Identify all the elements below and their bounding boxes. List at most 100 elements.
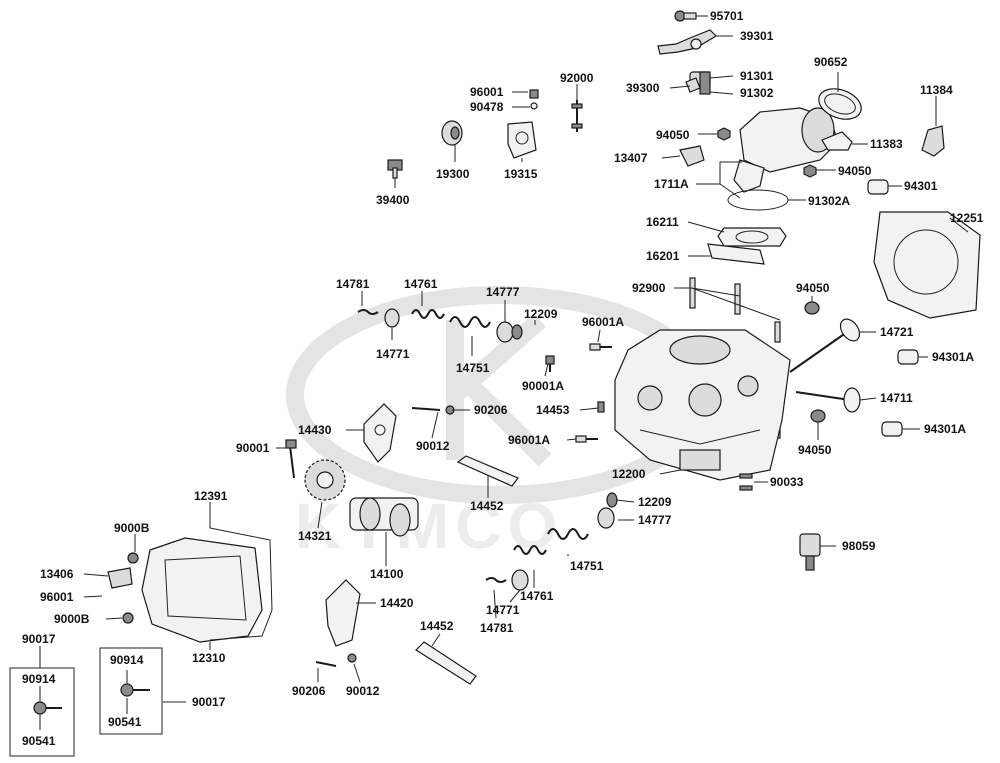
label-11383: 11383 bbox=[870, 137, 903, 151]
part-14321-sprocket bbox=[304, 459, 346, 501]
label-90001: 90001 bbox=[236, 441, 270, 455]
label-14761-bottom: 14761 bbox=[520, 589, 554, 603]
label-96001A-top: 96001A bbox=[582, 315, 624, 329]
part-14721-valve bbox=[789, 318, 861, 373]
label-14453: 14453 bbox=[536, 403, 570, 417]
label-94050-top: 94050 bbox=[656, 128, 690, 142]
part-14420-rocker bbox=[325, 579, 361, 647]
label-14100: 14100 bbox=[370, 567, 404, 581]
part-14781a bbox=[357, 309, 379, 315]
part-39301 bbox=[657, 29, 717, 55]
part-14777b bbox=[597, 507, 615, 529]
label-94301A-bottom: 94301A bbox=[924, 422, 966, 436]
label-90652: 90652 bbox=[814, 55, 848, 69]
label-90914-right: 90914 bbox=[110, 653, 144, 667]
label-16211: 16211 bbox=[646, 215, 679, 229]
label-90541-right: 90541 bbox=[108, 715, 142, 729]
part-9000b-bolts bbox=[122, 552, 139, 624]
label-14781-bottom: 14781 bbox=[480, 621, 514, 635]
watermark-text: KYMCO bbox=[295, 490, 563, 562]
label-11384: 11384 bbox=[920, 83, 953, 97]
part-14711-valve bbox=[795, 387, 861, 413]
kit-box-left bbox=[9, 667, 75, 757]
part-90652 bbox=[818, 88, 862, 120]
label-90017-left: 90017 bbox=[22, 632, 56, 646]
label-9000B-top: 9000B bbox=[114, 521, 150, 535]
label-14777-bottom: 14777 bbox=[638, 513, 672, 527]
part-14751b bbox=[547, 528, 589, 540]
part-12310-valve-cover bbox=[141, 537, 263, 643]
label-14751-top: 14751 bbox=[456, 361, 490, 375]
part-13406-bracket bbox=[107, 567, 133, 589]
label-14430: 14430 bbox=[298, 423, 332, 437]
part-95701 bbox=[674, 10, 697, 22]
part-90033-pins bbox=[739, 473, 753, 491]
kit-box-right bbox=[99, 647, 163, 735]
label-14771-bottom: 14771 bbox=[486, 603, 520, 617]
part-16201 bbox=[707, 243, 765, 265]
label-12200: 12200 bbox=[612, 467, 646, 481]
part-16211 bbox=[717, 227, 787, 247]
label-94050-mid: 94050 bbox=[838, 164, 872, 178]
part-14771b bbox=[511, 569, 529, 591]
part-11383 bbox=[821, 131, 853, 151]
part-14781b bbox=[485, 577, 507, 583]
part-14761a bbox=[411, 309, 445, 319]
label-90206-top: 90206 bbox=[474, 403, 508, 417]
label-14761-top: 14761 bbox=[404, 277, 438, 291]
label-94301A-top: 94301A bbox=[932, 350, 974, 364]
label-14452-top: 14452 bbox=[470, 499, 504, 513]
part-39400 bbox=[387, 159, 403, 179]
part-12200-cylinder-head bbox=[614, 329, 791, 481]
label-39300: 39300 bbox=[626, 81, 660, 95]
part-90206-90012b bbox=[315, 653, 357, 667]
label-14721: 14721 bbox=[880, 325, 914, 339]
label-91302: 91302 bbox=[740, 86, 774, 100]
part-14761b bbox=[513, 545, 547, 555]
label-94050-right-bottom: 94050 bbox=[798, 443, 832, 457]
label-14751-bottom: 14751 bbox=[570, 559, 604, 573]
label-90017-right: 90017 bbox=[192, 695, 226, 709]
part-94301a bbox=[881, 349, 919, 437]
part-14430-rocker bbox=[363, 403, 397, 463]
label-94050-right-top: 94050 bbox=[796, 281, 830, 295]
part-91302a bbox=[727, 189, 789, 211]
part-96001a-bolt2 bbox=[575, 435, 598, 443]
label-96001-top: 96001 bbox=[470, 85, 504, 99]
part-intake-pipe bbox=[733, 107, 839, 193]
label-90012-top: 90012 bbox=[416, 439, 450, 453]
part-13407 bbox=[679, 145, 705, 167]
part-19315 bbox=[507, 121, 537, 159]
part-90001-bolt bbox=[285, 439, 297, 479]
part-12209a bbox=[511, 324, 523, 340]
label-14777-top: 14777 bbox=[486, 285, 520, 299]
label-19300: 19300 bbox=[436, 167, 470, 181]
part-11384 bbox=[921, 125, 945, 157]
label-12209-top: 12209 bbox=[524, 307, 558, 321]
part-96001a-bolt bbox=[589, 343, 612, 351]
part-14452-shaft-lower bbox=[415, 641, 477, 685]
part-19300 bbox=[441, 120, 463, 146]
part-number-labels: 95701 39301 91301 39300 91302 90652 9600… bbox=[22, 9, 984, 748]
label-95701: 95701 bbox=[710, 9, 744, 23]
label-1711A: 1711A bbox=[654, 177, 689, 191]
part-kit-right bbox=[120, 683, 150, 697]
label-98059: 98059 bbox=[842, 539, 876, 553]
part-12251 bbox=[873, 211, 981, 319]
label-14452-bottom: 14452 bbox=[420, 619, 454, 633]
part-94301 bbox=[867, 179, 889, 195]
part-12391-gasket bbox=[209, 527, 273, 641]
label-12391: 12391 bbox=[194, 489, 228, 503]
label-90541-left: 90541 bbox=[22, 734, 56, 748]
label-91302A: 91302A bbox=[808, 194, 850, 208]
label-13407: 13407 bbox=[614, 151, 648, 165]
part-90206-90012a bbox=[411, 405, 455, 415]
label-16201: 16201 bbox=[646, 249, 680, 263]
part-98059-spark-plug bbox=[799, 533, 821, 571]
label-90033: 90033 bbox=[770, 475, 804, 489]
part-14453 bbox=[597, 401, 605, 413]
label-14771-top: 14771 bbox=[376, 347, 410, 361]
label-12310: 12310 bbox=[192, 651, 226, 665]
part-39300-91301 bbox=[685, 71, 711, 95]
label-94301: 94301 bbox=[904, 179, 938, 193]
